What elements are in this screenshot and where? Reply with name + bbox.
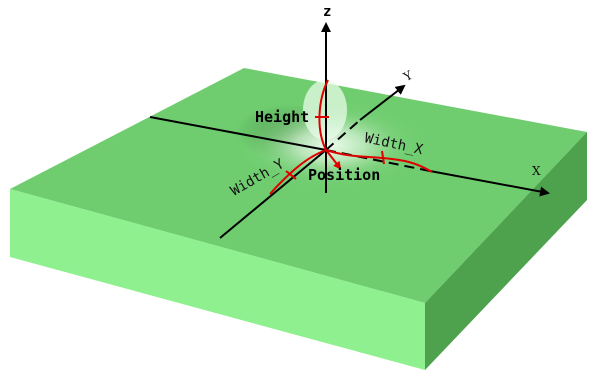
width-y-tick: [285, 170, 297, 180]
y-axis-line-upper-dashed: [325, 119, 361, 151]
y-axis-line-lower: [219, 149, 327, 239]
position-arrow: [325, 149, 342, 170]
height-label: Height: [255, 108, 309, 126]
x-axis-arrow: [429, 170, 550, 197]
axes: [149, 22, 550, 239]
width-x-tick: [381, 150, 385, 165]
annotations: [269, 79, 433, 195]
z-axis-label: z: [323, 4, 331, 20]
bump-highlight: [235, 100, 425, 190]
height-curve: [318, 79, 329, 151]
width-y-curve: [269, 149, 327, 195]
position-label: Position: [308, 166, 380, 184]
x-axis-label: X: [532, 164, 541, 178]
y-axis-label: Y: [400, 67, 415, 84]
slab-front-face: [10, 189, 425, 370]
x-axis-line-left: [149, 116, 327, 151]
width-x-curve: [325, 149, 433, 173]
y-axis-arrow: [359, 84, 406, 121]
